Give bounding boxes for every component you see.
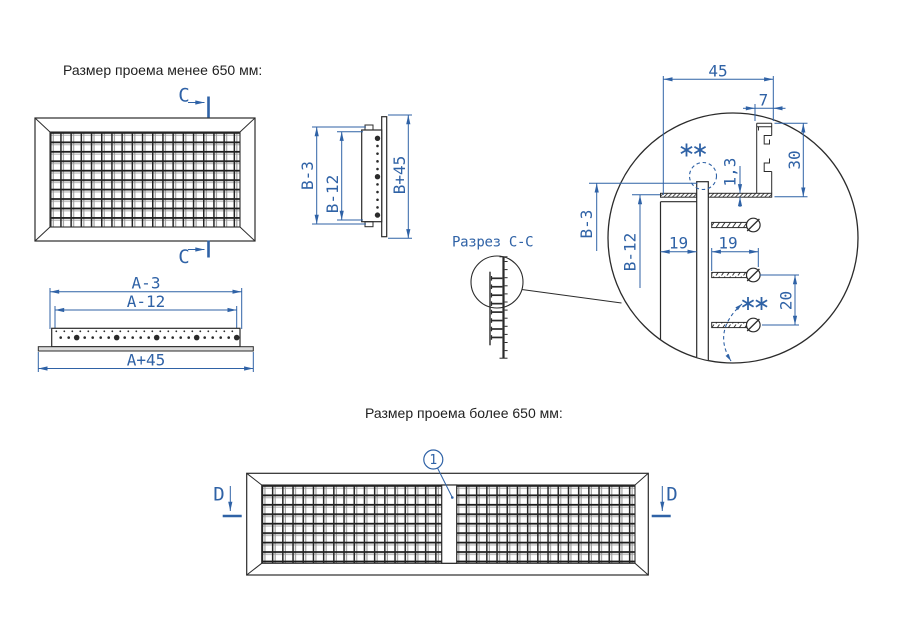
side-stud-top [364, 124, 374, 131]
top-view-mounting-frame: A-3 A-12 A+45 [37, 274, 254, 372]
section-louvers [490, 276, 503, 340]
asterisk-marks [680, 143, 768, 310]
label-b-minus-3-detail: B-3 [577, 210, 596, 239]
dim-b-minus-12: B-12 [323, 131, 363, 221]
label-30: 30 [785, 150, 804, 169]
dim-20: 20 [760, 274, 799, 326]
dim-a-plus-45: A+45 [37, 351, 254, 372]
label-a-plus-45: A+45 [127, 351, 166, 370]
dim-19-wall: 19 [660, 234, 697, 254]
label-a-minus-3: A-3 [132, 274, 161, 293]
back-panel-right [707, 192, 773, 198]
detail-view-circle: 45 7 30 1,3 B-3 B-12 [577, 61, 859, 364]
section-mark-d-left: D [213, 484, 242, 518]
frame-bevel-lines [34, 117, 256, 242]
side-flange [381, 116, 388, 238]
label-b-minus-12: B-12 [323, 175, 342, 214]
grille-side-stud [696, 181, 709, 363]
dim-a-minus-3: A-3 [49, 274, 243, 329]
section-letter-d-left: D [213, 484, 224, 506]
label-1-3: 1,3 [721, 158, 740, 187]
center-divider [441, 484, 458, 564]
detail-leader-line [521, 289, 622, 304]
dim-45: 45 [662, 61, 774, 195]
front-view-small-grille: Размер проема менее 650 мм: C C [34, 62, 262, 268]
side-stud-bottom [364, 221, 374, 228]
detail-callout-circle [470, 255, 524, 309]
front-view-large-grille: Размер проема более 650 мм: 1 D D [213, 405, 678, 576]
callout-number: 1 [429, 453, 437, 468]
detail-circle-outline [607, 112, 859, 364]
dim-b-minus-3: B-3 [298, 126, 366, 225]
grille-core-grid [49, 131, 241, 228]
dim-30: 30 [774, 122, 808, 198]
label-19-screw: 19 [718, 234, 737, 253]
dim-7: 7 [743, 90, 786, 121]
section-mark-c-bottom: C [178, 240, 210, 268]
label-45: 45 [708, 61, 727, 80]
dim-b-minus-12-detail: B-12 [621, 194, 660, 288]
section-mark-c-top: C [178, 85, 210, 118]
frame-hole-row [59, 334, 240, 341]
label-a-minus-12: A-12 [127, 292, 166, 311]
callout-1: 1 [423, 449, 454, 499]
label-b-minus-12-detail: B-12 [621, 233, 640, 272]
dim-a-minus-12: A-12 [54, 292, 238, 329]
section-letter-c-bottom: C [178, 246, 189, 268]
section-letter-d-right: D [666, 484, 677, 506]
label-b-plus-45: B+45 [390, 156, 409, 195]
frame-base-plate [37, 346, 254, 352]
label-7: 7 [759, 90, 769, 109]
section-cc-label: Разрез C-C [452, 235, 533, 251]
frame-tick-row [55, 330, 234, 333]
small-opening-title: Размер проема менее 650 мм: [63, 62, 262, 78]
frame-profile-section [756, 122, 773, 194]
dim-1-3: 1,3 [721, 158, 743, 207]
dim-b-minus-3-detail: B-3 [577, 182, 698, 251]
label-19-wall: 19 [669, 234, 688, 253]
back-panel-left [660, 192, 698, 198]
side-perforation-dots [374, 135, 381, 218]
section-letter-c-top: C [178, 85, 189, 107]
section-cc-view: Разрез C-C [452, 235, 622, 359]
callout-circle [423, 449, 444, 470]
large-frame-bevel-lines [246, 472, 649, 576]
label-b-minus-3: B-3 [298, 161, 317, 190]
dim-19-screw: 19 [711, 234, 759, 271]
section-mark-d-right: D [651, 484, 678, 518]
rotation-mark-circle [688, 161, 718, 191]
side-view-small-grille: B-3 B-12 B+45 [298, 114, 412, 239]
dim-b-plus-45: B+45 [388, 114, 412, 239]
section-perforation-ticks [504, 261, 508, 352]
detail-drawing [659, 122, 773, 363]
rotation-mark-arc [723, 303, 743, 362]
large-opening-title: Размер проема более 650 мм: [365, 405, 563, 421]
label-20: 20 [777, 291, 796, 310]
